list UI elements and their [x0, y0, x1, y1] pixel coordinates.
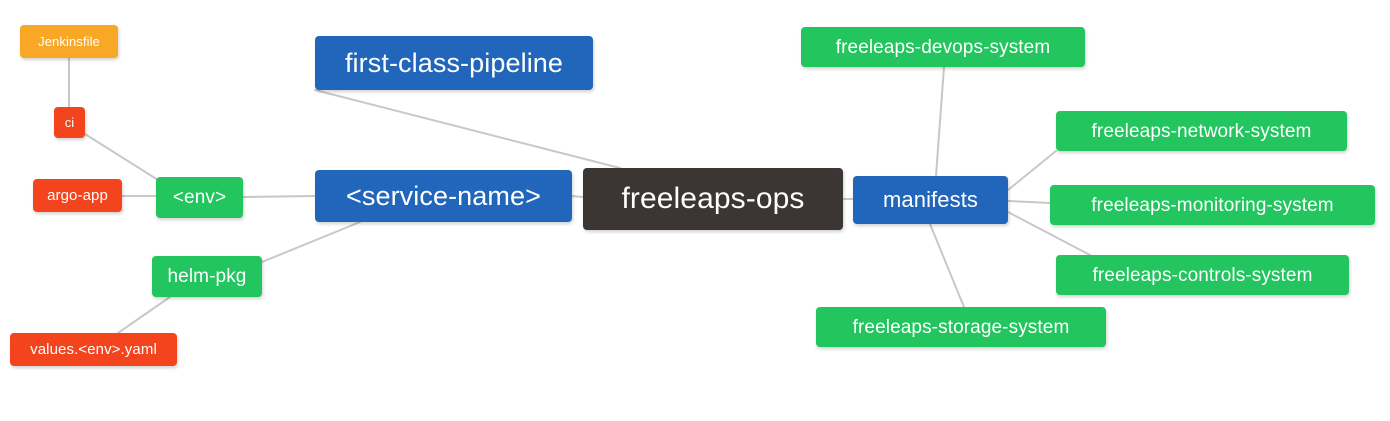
edge-helm-pkg-to-service-name: [261, 221, 361, 263]
node-helm-pkg[interactable]: helm-pkg: [152, 256, 262, 297]
edge-first-class-pipeline-to-freeleaps-ops: [314, 89, 621, 169]
node-manifests[interactable]: manifests: [853, 176, 1008, 224]
node-label-freeleaps-controls-system: freeleaps-controls-system: [1092, 264, 1313, 286]
node-values-env-yaml[interactable]: values.<env>.yaml: [10, 333, 177, 366]
edge-manifests-to-freeleaps-storage-system: [929, 223, 965, 308]
edge-manifests-to-freeleaps-devops-system: [935, 66, 945, 177]
node-label-ci: ci: [64, 115, 75, 130]
node-jenkinsfile[interactable]: Jenkinsfile: [20, 25, 118, 58]
node-label-service-name: <service-name>: [346, 180, 541, 211]
node-label-freeleaps-ops: freeleaps-ops: [621, 182, 805, 215]
node-label-first-class-pipeline: first-class-pipeline: [344, 47, 564, 78]
node-label-freeleaps-monitoring-system: freeleaps-monitoring-system: [1091, 194, 1334, 216]
node-freeleaps-monitoring-system[interactable]: freeleaps-monitoring-system: [1050, 185, 1375, 225]
node-label-freeleaps-storage-system: freeleaps-storage-system: [852, 316, 1070, 338]
node-label-env: <env>: [172, 187, 227, 208]
node-freeleaps-devops-system[interactable]: freeleaps-devops-system: [801, 27, 1085, 67]
node-freeleaps-storage-system[interactable]: freeleaps-storage-system: [816, 307, 1106, 347]
node-label-values-env-yaml: values.<env>.yaml: [30, 341, 157, 358]
node-label-jenkinsfile: Jenkinsfile: [38, 34, 100, 49]
edge-service-name-to-freeleaps-ops: [571, 195, 584, 198]
edge-ci-to-env: [84, 133, 159, 181]
node-freeleaps-ops[interactable]: freeleaps-ops: [583, 168, 843, 230]
node-freeleaps-controls-system[interactable]: freeleaps-controls-system: [1056, 255, 1349, 295]
edge-manifests-to-freeleaps-monitoring-system: [1007, 200, 1051, 204]
node-argo-app[interactable]: argo-app: [33, 179, 122, 212]
edge-manifests-to-freeleaps-network-system: [1007, 150, 1057, 191]
node-first-class-pipeline[interactable]: first-class-pipeline: [315, 36, 593, 90]
edge-values-env-yaml-to-helm-pkg: [117, 296, 171, 334]
node-label-freeleaps-network-system: freeleaps-network-system: [1091, 120, 1312, 142]
node-env[interactable]: <env>: [156, 177, 243, 218]
node-label-freeleaps-devops-system: freeleaps-devops-system: [835, 36, 1051, 58]
edge-env-to-service-name: [242, 195, 316, 198]
node-label-helm-pkg: helm-pkg: [167, 266, 247, 287]
node-service-name[interactable]: <service-name>: [315, 170, 572, 222]
node-label-manifests: manifests: [882, 187, 979, 212]
node-freeleaps-network-system[interactable]: freeleaps-network-system: [1056, 111, 1347, 151]
node-label-argo-app: argo-app: [47, 187, 108, 204]
node-ci[interactable]: ci: [54, 107, 85, 138]
